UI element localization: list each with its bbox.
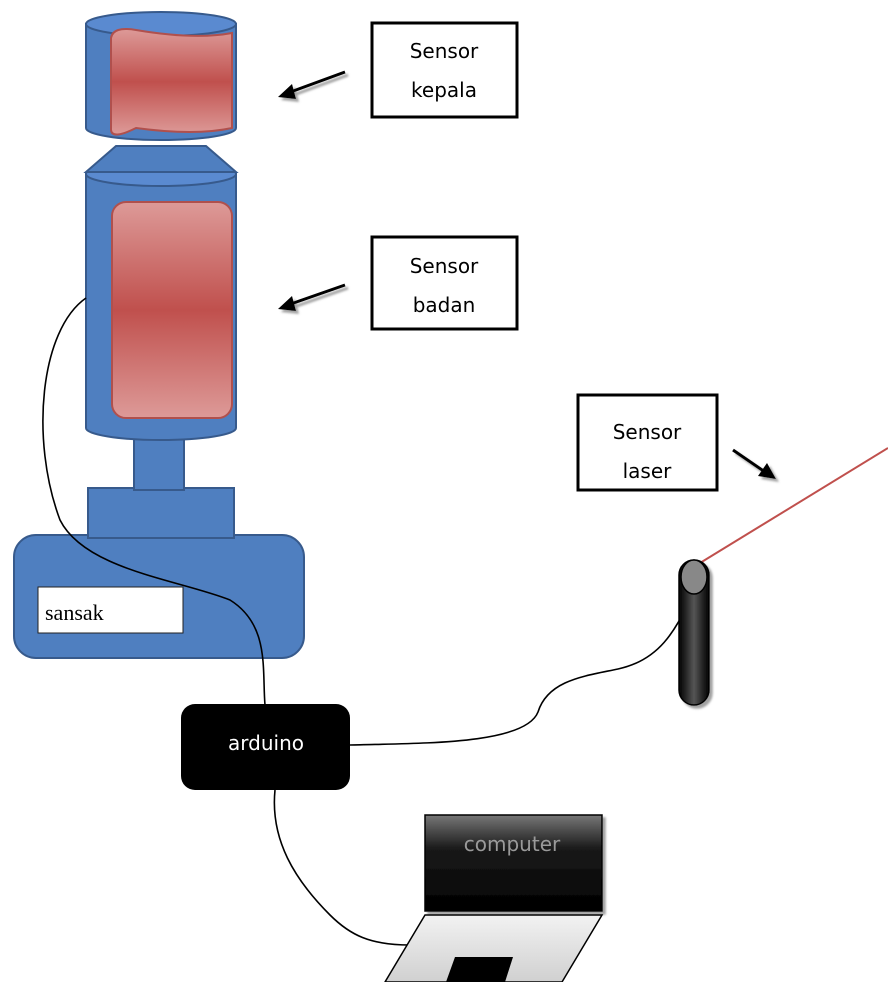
body-sensor-pad (111, 201, 233, 419)
sensor-laser-line1: Sensor (613, 420, 682, 444)
computer-monitor (424, 814, 603, 912)
sensor-kepala-line2: kepala (411, 78, 477, 102)
computer-touchpad (446, 957, 513, 982)
computer-label: computer (464, 832, 561, 856)
callout-sensor-laser: Sensor laser (576, 393, 719, 492)
arduino-board: arduino (181, 704, 350, 790)
arrow-laser-icon (732, 448, 776, 479)
punching-bag: sansak (13, 11, 305, 659)
bag-to-arduino-cable (42, 297, 266, 706)
arduino-to-laser-cable (349, 599, 691, 746)
laser-beam (699, 447, 888, 564)
laser-sensor-device (678, 559, 710, 706)
sensor-badan-line1: Sensor (410, 254, 479, 278)
sansak-label-box (37, 586, 184, 634)
head-sensor-pad (110, 28, 233, 136)
sensor-laser-line2: laser (623, 459, 673, 483)
callout-sensor-badan: Sensor badan (370, 235, 519, 331)
bag-stand-block (87, 487, 235, 539)
computer-keyboard-base (384, 914, 604, 982)
sensor-badan-line2: badan (413, 293, 476, 317)
arduino-to-computer-cable (273, 789, 411, 946)
bag-connector (83, 145, 239, 173)
sensor-kepala-line1: Sensor (410, 39, 479, 63)
bag-head-top (85, 11, 237, 37)
arrow-kepala-icon (278, 70, 346, 99)
arduino-label: arduino (228, 731, 304, 755)
sansak-label: sansak (45, 600, 104, 625)
computer: computer (384, 814, 604, 982)
arrow-badan-icon (278, 283, 346, 311)
callout-sensor-kepala: Sensor kepala (370, 21, 519, 119)
